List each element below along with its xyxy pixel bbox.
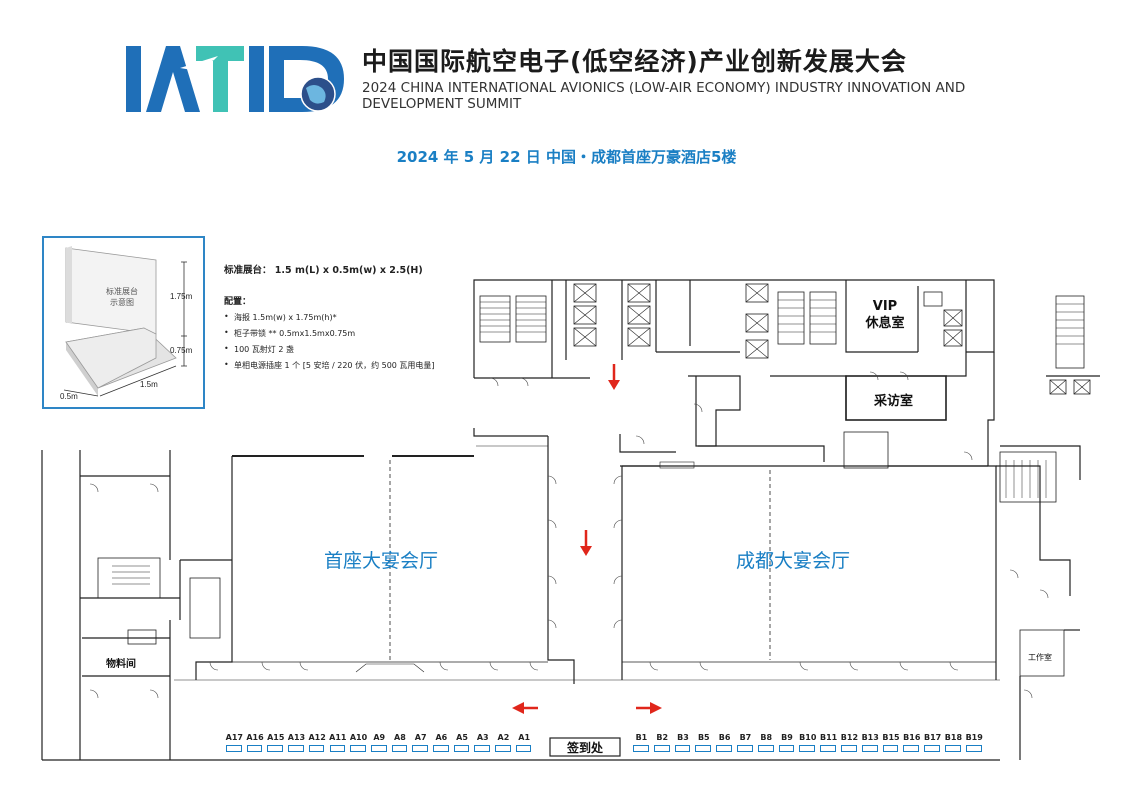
config-item: 100 瓦射灯 2 盏 (224, 344, 464, 355)
config-title: 配置： (224, 297, 252, 307)
dim-height-upper: 1.75m (170, 292, 193, 301)
booth-box[interactable] (841, 745, 857, 752)
booth-box[interactable] (474, 745, 491, 752)
booth-label: B10 (799, 733, 817, 742)
title-cn: 中国国际航空电子(低空经济)产业创新发展大会 (362, 47, 907, 76)
booth-box[interactable] (653, 745, 670, 752)
booth-diagram-label: 标准展台 示意图 (106, 287, 138, 307)
booth-box[interactable] (246, 745, 263, 752)
booth-box[interactable] (903, 745, 920, 752)
booth-label: A1 (518, 733, 531, 742)
config-item: 柜子带锁 ** 0.5mx1.5mx0.75m (224, 328, 464, 339)
booth-label: B1 (635, 733, 648, 742)
dim-length: 1.5m (140, 380, 158, 389)
booth-label: B9 (781, 733, 793, 742)
booth-label: A7 (414, 733, 427, 742)
booth-label: A6 (435, 733, 448, 742)
booth-box[interactable] (820, 745, 836, 752)
booth-label: B16 (903, 733, 921, 742)
booth-box[interactable] (965, 745, 982, 752)
booth-label: B8 (760, 733, 773, 742)
config-item: 单相电源插座 1 个 [5 安培 / 220 伏，约 500 瓦用电量] (224, 360, 464, 371)
booth-box[interactable] (882, 745, 899, 752)
booth-box[interactable] (267, 745, 284, 752)
registration-desk (549, 737, 621, 757)
booth-label: B3 (677, 733, 689, 742)
booth-box[interactable] (695, 745, 712, 752)
booth-box[interactable] (716, 745, 732, 752)
booth-label: B15 (882, 733, 900, 742)
booth-label: B7 (739, 733, 752, 742)
booth-box[interactable] (329, 745, 346, 752)
booth-label: B12 (840, 733, 859, 742)
booth-box[interactable] (633, 745, 649, 752)
booth-label: A3 (476, 733, 489, 742)
booth-box[interactable] (391, 745, 408, 752)
booth-box[interactable] (226, 745, 242, 752)
booth-box[interactable] (453, 745, 470, 752)
iatid-logo (126, 46, 344, 112)
booth-info: 标准展台： 1.5 m(L) x 0.5m(w) x 2.5(H) 配置： 海报… (224, 262, 464, 376)
booth-label: B5 (697, 733, 710, 742)
booth-label: A9 (373, 733, 386, 742)
booth-box[interactable] (412, 745, 428, 752)
booth-label: B13 (861, 733, 879, 742)
booth-label: A5 (456, 733, 468, 742)
booth-box[interactable] (674, 745, 691, 752)
booth-label: A8 (394, 733, 406, 742)
dim-width: 0.5m (60, 392, 78, 401)
vip-room-label: VIP 休息室 (865, 299, 905, 331)
storage-room-label: 物料间 (106, 659, 136, 670)
booth-label: A11 (329, 733, 347, 742)
booth-box[interactable] (861, 745, 878, 752)
title-en: 2024 CHINA INTERNATIONAL AVIONICS (LOW-A… (362, 80, 966, 112)
event-date-venue: 2024 年 5 月 22 日 中国・成都首座万豪酒店5楼 (396, 148, 737, 166)
booth-box[interactable] (350, 745, 366, 752)
dim-height-lower: 0.75m (170, 346, 193, 355)
standard-booth-spec: 标准展台： 1.5 m(L) x 0.5m(w) x 2.5(H) (224, 265, 423, 276)
booth-schematic: 标准展台 示意图 1.75m 0.75m 1.5m 0.5m (42, 236, 205, 409)
booth-label: A15 (267, 733, 285, 742)
interview-room-label: 采访室 (874, 394, 914, 409)
booth-label: A17 (225, 733, 243, 742)
booth-box[interactable] (308, 745, 325, 752)
booth-box[interactable] (799, 745, 816, 752)
hall-a-label: 首座大宴会厅 (324, 550, 439, 572)
booth-box[interactable] (757, 745, 774, 752)
office-room-label: 工作室 (1028, 653, 1052, 662)
booth-box[interactable] (433, 745, 449, 752)
booth-box[interactable] (495, 745, 511, 752)
booth-label: A16 (246, 733, 264, 742)
booth-label: A12 (308, 733, 326, 742)
booth-label: A10 (349, 733, 368, 742)
booth-label: B2 (656, 733, 669, 742)
booth-box[interactable] (945, 745, 961, 752)
booth-label: A13 (287, 733, 306, 742)
booth-box[interactable] (924, 745, 940, 752)
booth-label: B11 (819, 733, 838, 742)
booth-box[interactable] (778, 745, 795, 752)
booth-box[interactable] (737, 745, 753, 752)
booth-label: B19 (965, 733, 983, 742)
booth-label: A2 (497, 733, 510, 742)
config-item: 海报 1.5m(w) x 1.75m(h)* (224, 312, 464, 323)
booth-box[interactable] (370, 745, 387, 752)
registration-label: 签到处 (566, 741, 603, 755)
booth-label: B17 (923, 733, 942, 742)
booth-box[interactable] (288, 745, 304, 752)
booth-label: B18 (944, 733, 963, 742)
booth-box[interactable] (515, 745, 532, 752)
direction-arrows (512, 364, 662, 714)
hall-b-label: 成都大宴会厅 (736, 550, 851, 572)
booth-label: B6 (718, 733, 731, 742)
